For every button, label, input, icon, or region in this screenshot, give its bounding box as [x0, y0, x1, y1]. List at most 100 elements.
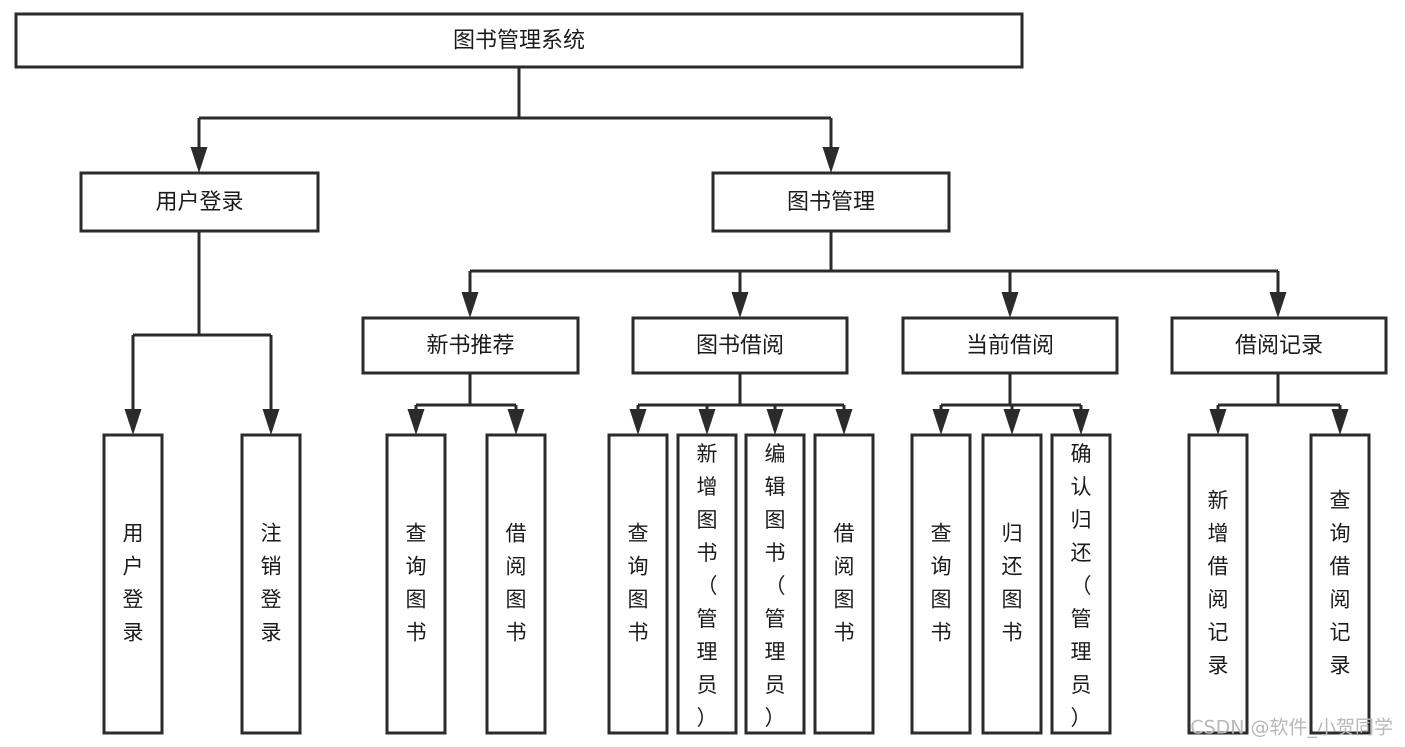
connector-bus-book-borrow	[638, 373, 844, 407]
arrow-head-icon	[766, 409, 784, 435]
node-label: 图书管理系统	[453, 29, 585, 54]
node-label: 新增图书（管理员）	[697, 442, 718, 730]
node-leaf-add-book[interactable]: 新增图书（管理员）	[676, 433, 738, 735]
arrow-connector-0	[190, 118, 208, 173]
node-label: 借阅图书	[834, 522, 855, 645]
node-label: 新增借阅记录	[1208, 489, 1229, 678]
connector-layer	[124, 67, 1349, 435]
arrow-head-icon	[1072, 409, 1090, 435]
node-current-borrow[interactable]: 当前借阅	[901, 316, 1119, 375]
node-user-login[interactable]: 用户登录	[79, 171, 320, 233]
node-box[interactable]	[981, 433, 1043, 735]
arrow-head-icon	[1003, 409, 1021, 435]
arrow-connector-14	[932, 405, 950, 435]
node-box[interactable]	[744, 433, 806, 735]
arrow-connector-15	[1003, 405, 1021, 435]
node-leaf-borrow-book-recommend[interactable]: 借阅图书	[485, 433, 547, 735]
connector-bus-user-login	[133, 231, 271, 337]
arrow-connector-1	[822, 118, 840, 173]
node-box[interactable]	[240, 433, 302, 735]
node-box[interactable]	[901, 316, 1119, 375]
connector-bus-new-book-recommend	[416, 373, 516, 407]
node-label: 新书推荐	[426, 334, 514, 359]
node-label: 借阅图书	[506, 522, 527, 645]
node-label: 图书管理	[787, 190, 875, 215]
arrow-connector-9	[507, 405, 525, 435]
node-leaf-add-borrow-record[interactable]: 新增借阅记录	[1187, 433, 1249, 735]
arrow-head-icon	[1269, 292, 1287, 318]
node-leaf-return-book[interactable]: 归还图书	[981, 433, 1043, 735]
arrow-head-icon	[731, 292, 749, 318]
arrow-head-icon	[124, 409, 142, 435]
arrow-head-icon	[1209, 409, 1227, 435]
arrow-connector-13	[835, 405, 853, 435]
node-box[interactable]	[1170, 316, 1388, 375]
node-box[interactable]	[1309, 433, 1371, 735]
node-leaf-query-book-recommend[interactable]: 查询图书	[385, 433, 447, 735]
connector-bus-book-management	[470, 231, 1278, 273]
node-leaf-query-book-current[interactable]: 查询图书	[910, 433, 972, 735]
arrow-connector-7	[1269, 271, 1287, 318]
arrow-connector-2	[124, 335, 142, 435]
arrow-head-icon	[932, 409, 950, 435]
node-leaf-query-book-borrow[interactable]: 查询图书	[607, 433, 669, 735]
node-label: 归还图书	[1002, 522, 1023, 645]
arrow-connector-11	[698, 405, 716, 435]
arrow-connector-16	[1072, 405, 1090, 435]
node-leaf-confirm-return[interactable]: 确认归还（管理员）	[1050, 433, 1112, 735]
node-box[interactable]	[631, 316, 849, 375]
node-box[interactable]	[607, 433, 669, 735]
node-leaf-borrow-book[interactable]: 借阅图书	[813, 433, 875, 735]
arrow-head-icon	[507, 409, 525, 435]
node-layer: 图书管理系统用户登录图书管理新书推荐图书借阅当前借阅借阅记录用户登录注销登录查询…	[14, 12, 1388, 735]
node-label: 编辑图书（管理员）	[765, 442, 786, 730]
node-book-borrow[interactable]: 图书借阅	[631, 316, 849, 375]
arrow-connector-5	[731, 271, 749, 318]
node-label: 用户登录	[155, 190, 243, 215]
node-leaf-edit-book[interactable]: 编辑图书（管理员）	[744, 433, 806, 735]
arrow-head-icon	[262, 409, 280, 435]
node-box[interactable]	[1187, 433, 1249, 735]
node-label: 查询图书	[628, 522, 649, 645]
arrow-head-icon	[1331, 409, 1349, 435]
node-borrow-record[interactable]: 借阅记录	[1170, 316, 1388, 375]
node-book-management[interactable]: 图书管理	[711, 171, 951, 233]
node-box[interactable]	[813, 433, 875, 735]
arrow-connector-8	[407, 405, 425, 435]
arrow-head-icon	[822, 147, 840, 173]
node-label: 注销登录	[261, 522, 282, 645]
node-box[interactable]	[361, 316, 580, 375]
node-box[interactable]	[910, 433, 972, 735]
arrow-connector-12	[766, 405, 784, 435]
arrow-head-icon	[629, 409, 647, 435]
connector-bus-borrow-record	[1218, 373, 1340, 407]
node-leaf-logout[interactable]: 注销登录	[240, 433, 302, 735]
node-label: 确认归还（管理员）	[1071, 442, 1092, 730]
node-label: 查询借阅记录	[1330, 489, 1351, 678]
arrow-head-icon	[698, 409, 716, 435]
node-box[interactable]	[14, 12, 1024, 69]
node-box[interactable]	[79, 171, 320, 233]
node-label: 用户登录	[123, 522, 144, 645]
node-box[interactable]	[711, 171, 951, 233]
node-leaf-user-login[interactable]: 用户登录	[102, 433, 164, 735]
arrow-connector-10	[629, 405, 647, 435]
arrow-connector-3	[262, 335, 280, 435]
node-label: 借阅记录	[1235, 334, 1323, 359]
node-box[interactable]	[385, 433, 447, 735]
node-box[interactable]	[102, 433, 164, 735]
node-leaf-query-borrow-record[interactable]: 查询借阅记录	[1309, 433, 1371, 735]
node-new-book-recommend[interactable]: 新书推荐	[361, 316, 580, 375]
node-box[interactable]	[1050, 433, 1112, 735]
arrow-head-icon	[190, 147, 208, 173]
node-root[interactable]: 图书管理系统	[14, 12, 1024, 69]
arrow-connector-18	[1331, 405, 1349, 435]
node-box[interactable]	[676, 433, 738, 735]
node-box[interactable]	[485, 433, 547, 735]
connector-bus-current-borrow	[941, 373, 1081, 407]
csdn-watermark: CSDN @软件_小贺同学	[1190, 717, 1393, 739]
arrow-head-icon	[461, 292, 479, 318]
arrow-head-icon	[835, 409, 853, 435]
